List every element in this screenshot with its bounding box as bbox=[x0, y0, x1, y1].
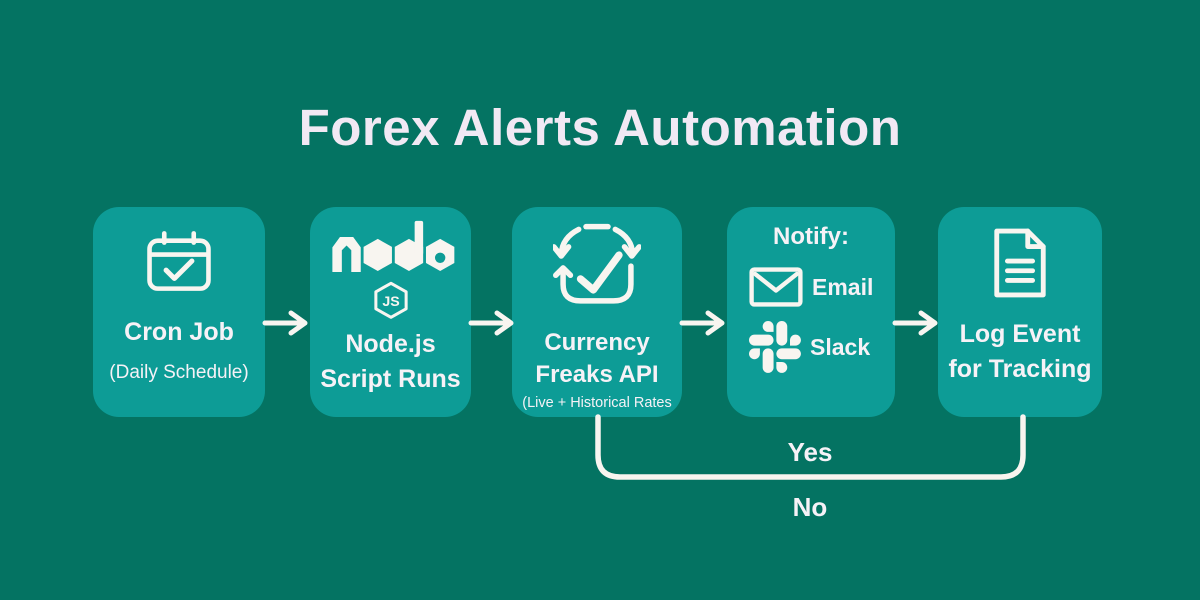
currencyfreaks-sublabel: (Live + Historical Rates bbox=[522, 394, 672, 411]
calendar-check-icon bbox=[147, 231, 211, 291]
sync-check-icon bbox=[553, 223, 641, 304]
nodejs-logo-icon: JS bbox=[331, 220, 454, 319]
notify-slack-row: Slack bbox=[727, 321, 895, 373]
nodejs-badge-text: JS bbox=[382, 294, 399, 310]
flow-arrow-4 bbox=[892, 310, 938, 336]
node-log-event: Log Event for Tracking bbox=[938, 207, 1102, 417]
currencyfreaks-label: Currency Freaks API bbox=[535, 327, 658, 392]
slack-icon bbox=[749, 321, 801, 373]
branch-yes-label: Yes bbox=[787, 437, 833, 467]
currencyfreaks-label-line2: Freaks API bbox=[535, 361, 659, 389]
nodejs-label-line2: Script Runs bbox=[320, 364, 461, 393]
node-notify: Notify: Email Slack bbox=[727, 207, 895, 417]
flow-arrow-2 bbox=[468, 310, 514, 336]
cron-job-sublabel: (Daily Schedule) bbox=[109, 361, 249, 383]
node-cron-job: Cron Job (Daily Schedule) bbox=[93, 207, 265, 417]
nodejs-label-line1: Node.js bbox=[345, 330, 436, 358]
log-event-label: Log Event for Tracking bbox=[948, 317, 1091, 386]
node-currencyfreaks-api: Currency Freaks API (Live + Historical R… bbox=[512, 207, 682, 417]
diagram-title: Forex Alerts Automation bbox=[298, 99, 902, 156]
flow-arrow-1 bbox=[262, 310, 308, 336]
log-event-label-line1: Log Event bbox=[959, 320, 1081, 348]
email-label: Email bbox=[812, 273, 874, 300]
flow-arrow-3 bbox=[679, 310, 725, 336]
node-nodejs-script: JS Node.js Script Runs bbox=[310, 207, 471, 417]
email-icon bbox=[749, 267, 803, 307]
notify-heading: Notify: bbox=[773, 223, 849, 250]
branch-no-label: No bbox=[792, 492, 828, 522]
nodejs-label: Node.js Script Runs bbox=[320, 327, 460, 396]
notify-email-row: Email bbox=[727, 266, 895, 308]
slack-label: Slack bbox=[810, 333, 871, 360]
currencyfreaks-label-line1: Currency bbox=[544, 329, 650, 356]
cron-job-label: Cron Job bbox=[124, 318, 234, 346]
log-event-label-line2: for Tracking bbox=[948, 354, 1092, 383]
document-icon bbox=[994, 228, 1046, 298]
